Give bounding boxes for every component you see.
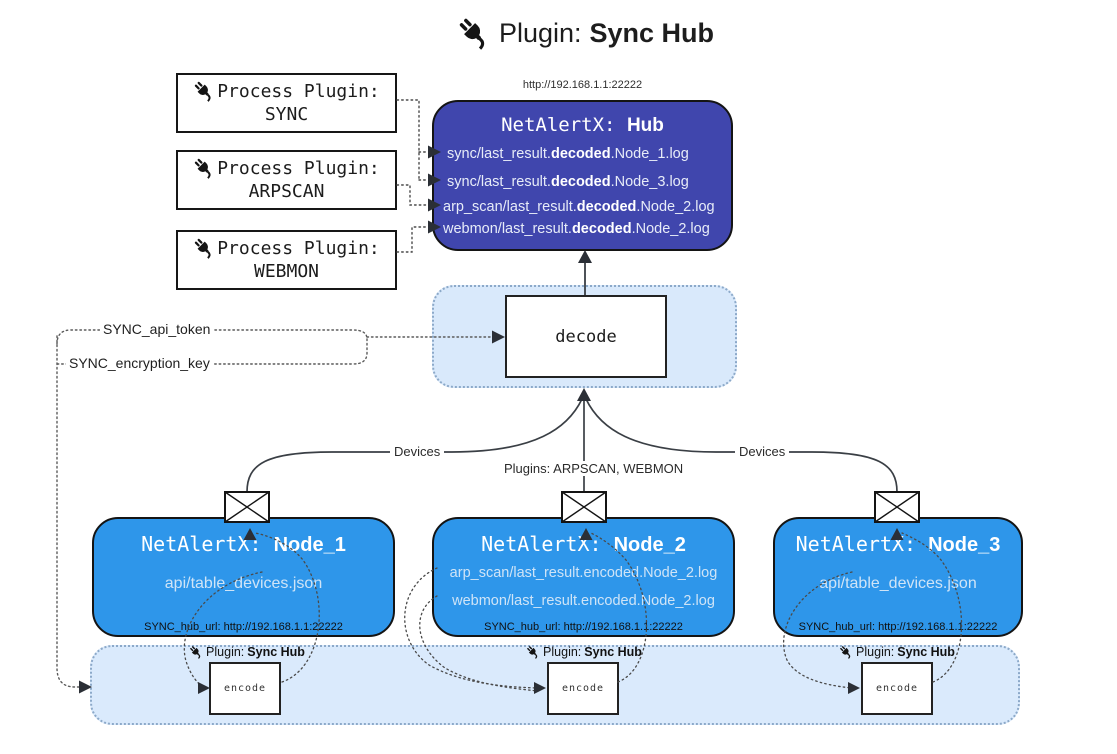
hub-title: NetAlertX: Hub xyxy=(434,114,731,137)
log-post: .Node_1.log xyxy=(610,146,689,162)
node-content-line: api/table_devices.json xyxy=(164,575,323,592)
encode-plugin-tag-3: Plugin: Sync Hub xyxy=(827,645,967,659)
plugin-tag-name: Sync Hub xyxy=(897,645,955,659)
page-title-name: Sync Hub xyxy=(589,17,715,48)
page-title: Plugin: Sync Hub xyxy=(0,16,1117,50)
process-plugin-label-text: Process Plugin: xyxy=(217,237,380,259)
node-title-name: Node_3 xyxy=(928,534,1001,556)
node-title: NetAlertX: Node_3 xyxy=(775,532,1021,557)
node3-devices-edge xyxy=(585,398,898,493)
log-pre: webmon/last_result. xyxy=(443,221,572,237)
sync-connector xyxy=(396,99,428,181)
node-1-box: NetAlertX: Node_1 api/table_devices.json… xyxy=(92,517,395,637)
log-post: .Node_2.log xyxy=(631,221,710,237)
plugin-tag-label: Plugin: xyxy=(543,645,582,659)
plugins-middle-label: Plugins: ARPSCAN, WEBMON xyxy=(500,461,688,476)
hub-url: http://192.168.1.1:22222 xyxy=(522,79,643,91)
sync-encryption-key-label: SYNC_encryption_key xyxy=(66,355,213,371)
node-footer: SYNC_hub_url: http://192.168.1.1:22222 xyxy=(798,621,998,633)
encryption-key-down-line xyxy=(56,335,83,688)
log-pre: sync/last_result. xyxy=(447,174,551,190)
encode-plugin-tag-2: Plugin: Sync Hub xyxy=(514,645,654,659)
process-plugin-label: Process Plugin: xyxy=(178,157,395,179)
node-footer: SYNC_hub_url: http://192.168.1.1:22222 xyxy=(144,621,343,633)
log-bold: decoded xyxy=(550,174,611,190)
devices-right-label: Devices xyxy=(735,444,790,459)
log-post: .Node_3.log xyxy=(610,174,689,190)
node-content-line: api/table_devices.json xyxy=(819,575,977,592)
log-pre: sync/last_result. xyxy=(447,146,551,162)
node-title-name: Node_2 xyxy=(613,534,686,556)
log-post: .Node_2.log xyxy=(636,199,715,215)
api-token-line xyxy=(56,329,368,345)
plug-icon xyxy=(839,645,854,659)
node-content-line: webmon/last_result.encoded.Node_2.log xyxy=(452,593,715,609)
page-title-label: Plugin: xyxy=(498,17,582,48)
node-title-name: Node_1 xyxy=(273,534,346,556)
log-bold: decoded xyxy=(576,199,637,215)
node-2-box: NetAlertX: Node_2 arp_scan/last_result.e… xyxy=(432,517,735,637)
node-title: NetAlertX: Node_1 xyxy=(94,532,393,557)
process-plugin-arpscan: Process Plugin: ARPSCAN xyxy=(176,150,397,210)
encode-box-1: encode xyxy=(209,662,281,715)
hub-title-prefix: NetAlertX: xyxy=(501,114,616,136)
plug-icon xyxy=(526,645,541,659)
process-plugin-webmon: Process Plugin: WEBMON xyxy=(176,230,397,290)
plugin-to-hub-connectors xyxy=(396,99,428,253)
plug-icon xyxy=(189,645,204,659)
plugin-tag-name: Sync Hub xyxy=(247,645,305,659)
plug-icon xyxy=(193,157,216,179)
log-bold: decoded xyxy=(550,146,611,162)
process-plugin-sync: Process Plugin: SYNC xyxy=(176,73,397,133)
hub-log-line: sync/last_result.decoded.Node_1.log xyxy=(447,146,689,162)
plug-icon xyxy=(193,80,216,102)
process-plugin-label: Process Plugin: xyxy=(178,80,395,102)
node-content-line: arp_scan/last_result.encoded.Node_2.log xyxy=(449,565,718,581)
process-plugin-name: SYNC xyxy=(264,104,309,125)
hub-box: NetAlertX: Hub sync/last_result.decoded.… xyxy=(432,100,733,251)
log-bold: decoded xyxy=(571,221,632,237)
node1-devices-edge xyxy=(246,398,583,493)
nodes-to-decode-edges xyxy=(246,397,898,493)
process-plugin-label: Process Plugin: xyxy=(178,237,395,259)
log-pre: arp_scan/last_result. xyxy=(443,199,577,215)
node-title-prefix: NetAlertX: xyxy=(795,532,917,556)
process-plugin-name: ARPSCAN xyxy=(248,181,325,202)
node-title-prefix: NetAlertX: xyxy=(481,532,602,556)
hub-log-line: sync/last_result.decoded.Node_3.log xyxy=(447,174,689,190)
process-plugin-label-text: Process Plugin: xyxy=(217,157,380,179)
decode-box: decode xyxy=(505,295,667,378)
plugin-tag-label: Plugin: xyxy=(206,645,245,659)
plugin-tag-label: Plugin: xyxy=(856,645,895,659)
node-title-prefix: NetAlertX: xyxy=(141,532,262,556)
plug-icon xyxy=(193,237,216,259)
node-title: NetAlertX: Node_2 xyxy=(434,532,733,557)
encode-box-3: encode xyxy=(861,662,933,715)
encode-plugin-tag-1: Plugin: Sync Hub xyxy=(177,645,317,659)
arpscan-connector xyxy=(396,184,428,206)
plug-icon xyxy=(456,16,491,50)
decode-entry-arrowhead xyxy=(577,388,591,401)
webmon-connector xyxy=(396,226,428,253)
devices-left-label: Devices xyxy=(390,444,445,459)
encryption-key-line xyxy=(56,338,368,365)
hub-log-line: webmon/last_result.decoded.Node_2.log xyxy=(443,221,710,237)
node-3-box: NetAlertX: Node_3 api/table_devices.json… xyxy=(773,517,1023,637)
process-plugin-label-text: Process Plugin: xyxy=(217,80,380,102)
encode-box-2: encode xyxy=(547,662,619,715)
plugin-tag-name: Sync Hub xyxy=(584,645,642,659)
hub-log-line: arp_scan/last_result.decoded.Node_2.log xyxy=(443,199,715,215)
process-plugin-name: WEBMON xyxy=(253,261,320,282)
node-footer: SYNC_hub_url: http://192.168.1.1:22222 xyxy=(484,621,683,633)
sync-api-token-label: SYNC_api_token xyxy=(100,321,214,337)
hub-title-name: Hub xyxy=(626,115,664,136)
